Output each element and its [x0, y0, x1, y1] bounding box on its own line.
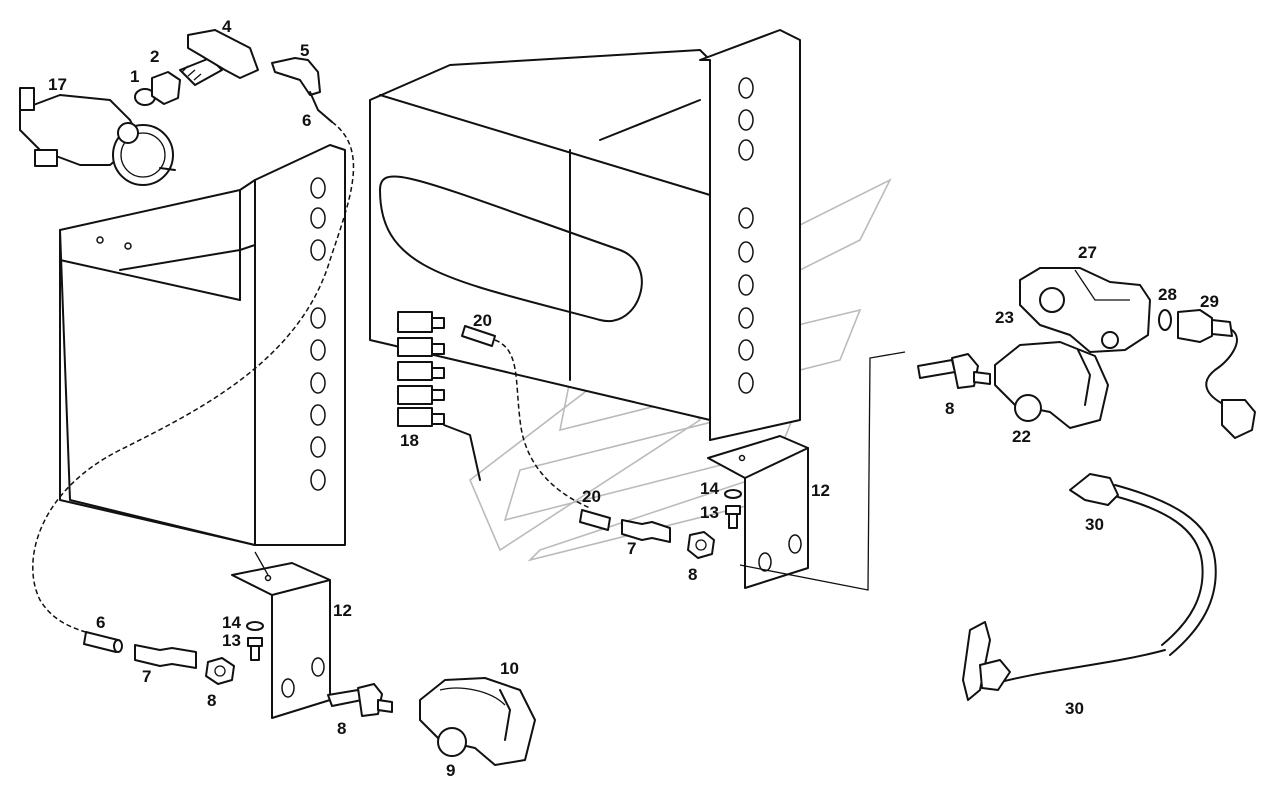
- callout-18: 18: [400, 431, 419, 450]
- callout-6-bottom: 6: [96, 613, 105, 632]
- callout-2: 2: [150, 47, 159, 66]
- callout-30-upper: 30: [1085, 515, 1104, 534]
- callout-14-right: 14: [700, 479, 719, 498]
- fittings-6-7-8-left: [83, 631, 235, 685]
- fitting-parts-1-2-4: [134, 29, 259, 106]
- callout-27: 27: [1078, 243, 1097, 262]
- hose-30: [962, 473, 1217, 701]
- callout-30-lower: 30: [1065, 699, 1084, 718]
- callout-22: 22: [1012, 427, 1031, 446]
- callout-6-top: 6: [302, 111, 311, 130]
- callout-13-right: 13: [700, 503, 719, 522]
- callout-12-right: 12: [811, 481, 830, 500]
- callout-7-left: 7: [142, 667, 151, 686]
- callout-7-middle: 7: [627, 539, 636, 558]
- l-bracket-12-right: [707, 435, 809, 589]
- solenoid-block-18: [397, 311, 481, 481]
- callout-1: 1: [130, 67, 139, 86]
- valve-assembly-17: [19, 87, 176, 186]
- valve-27-23: [1019, 267, 1151, 353]
- l-bracket-12-left: [231, 551, 331, 719]
- bolt-8-right: [917, 353, 991, 389]
- callout-17: 17: [48, 75, 67, 94]
- callout-28: 28: [1158, 285, 1177, 304]
- callout-4: 4: [222, 17, 232, 36]
- left-mounting-plate: [59, 144, 346, 546]
- sensor-28-29: [1158, 309, 1256, 439]
- bolt-13-washer-14-left: [246, 621, 264, 661]
- cable-path-left: [32, 121, 355, 636]
- callout-10: 10: [500, 659, 519, 678]
- fittings-20-7-8-middle: [579, 509, 715, 559]
- right-mounting-plate: [369, 29, 801, 441]
- callout-8-left: 8: [207, 691, 216, 710]
- coupling-head-9-10: [419, 677, 536, 766]
- elbow-connector-5: [271, 57, 333, 123]
- leader-line-right: [739, 351, 906, 591]
- callout-13-left: 13: [222, 631, 241, 650]
- callout-8-bottom: 8: [337, 719, 346, 738]
- callout-5: 5: [300, 41, 309, 60]
- callout-20-lower: 20: [582, 487, 601, 506]
- callout-20-upper: 20: [473, 311, 492, 330]
- sleeve-20-upper: [461, 325, 591, 509]
- callout-12-left: 12: [333, 601, 352, 620]
- callout-9: 9: [446, 761, 455, 780]
- callout-29: 29: [1200, 292, 1219, 311]
- callout-8-middle: 8: [688, 565, 697, 584]
- callout-labels: 1 2 4 5 6 17 12 14 13 6 7 8 8 10 9 20 18…: [48, 17, 1219, 780]
- coupling-head-22: [994, 341, 1109, 429]
- bolt-13-washer-14-right: [724, 489, 742, 529]
- callout-23: 23: [995, 308, 1014, 327]
- callout-14-left: 14: [222, 613, 241, 632]
- bolt-8-bottom: [327, 683, 393, 717]
- callout-8-right: 8: [945, 399, 954, 418]
